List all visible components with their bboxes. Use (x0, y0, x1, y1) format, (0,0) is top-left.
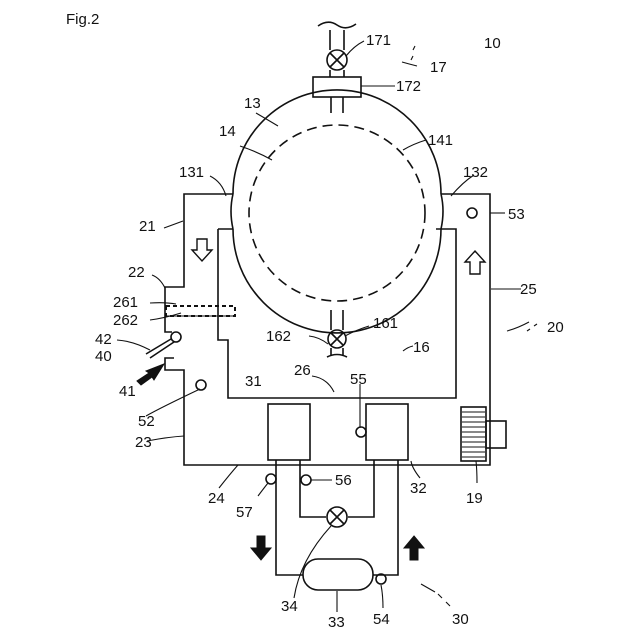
hollow-arrow-icon (465, 251, 485, 274)
sensor-icon (266, 474, 276, 484)
label-54: 54 (373, 611, 390, 628)
label-20: 20 (547, 319, 564, 336)
label-21: 21 (139, 218, 156, 235)
valve-icon (327, 507, 347, 527)
evaporator-31 (268, 404, 310, 460)
leader-lines (117, 41, 537, 612)
label-56: 56 (335, 472, 352, 489)
drum (231, 90, 443, 333)
condenser-32 (366, 404, 408, 460)
label-132: 132 (463, 164, 488, 181)
solid-arrow-icon (404, 536, 424, 560)
label-17: 17 (430, 59, 447, 76)
solid-arrow-icon (251, 536, 271, 560)
label-40: 40 (95, 348, 112, 365)
label-161: 161 (373, 315, 398, 332)
sensor-icon (467, 208, 477, 218)
label-32: 32 (410, 480, 427, 497)
label-26: 26 (294, 362, 311, 379)
label-55: 55 (350, 371, 367, 388)
label-30: 30 (452, 611, 469, 628)
component-172-box (313, 77, 361, 97)
label-16: 16 (413, 339, 430, 356)
label-14: 14 (219, 123, 236, 140)
label-262: 262 (113, 312, 138, 329)
valve-icon (327, 50, 347, 70)
inner-drum-14 (249, 125, 425, 301)
label-261: 261 (113, 294, 138, 311)
sensor-icon (301, 475, 311, 485)
label-33: 33 (328, 614, 345, 631)
top-pipe (318, 22, 356, 113)
label-22: 22 (128, 264, 145, 281)
label-131: 131 (179, 164, 204, 181)
label-141: 141 (428, 132, 453, 149)
label-19: 19 (466, 490, 483, 507)
sensor-icon (356, 427, 366, 437)
label-171: 171 (366, 32, 391, 49)
label-25: 25 (520, 281, 537, 298)
label-53: 53 (508, 206, 525, 223)
hollow-arrow-icon (192, 239, 212, 261)
label-31: 31 (245, 373, 262, 390)
label-42: 42 (95, 331, 112, 348)
figure-title: Fig.2 (66, 11, 99, 28)
label-57: 57 (236, 504, 253, 521)
label-13: 13 (244, 95, 261, 112)
label-172: 172 (396, 78, 421, 95)
label-34: 34 (281, 598, 298, 615)
label-23: 23 (135, 434, 152, 451)
label-162: 162 (266, 328, 291, 345)
solid-arrow-icon (137, 364, 164, 385)
label-10: 10 (484, 35, 501, 52)
door-40 (146, 332, 181, 358)
sensor-icon (196, 380, 206, 390)
compressor-33 (303, 559, 373, 590)
fan-icon (461, 407, 506, 461)
label-41: 41 (119, 383, 136, 400)
label-52: 52 (138, 413, 155, 430)
label-24: 24 (208, 490, 225, 507)
